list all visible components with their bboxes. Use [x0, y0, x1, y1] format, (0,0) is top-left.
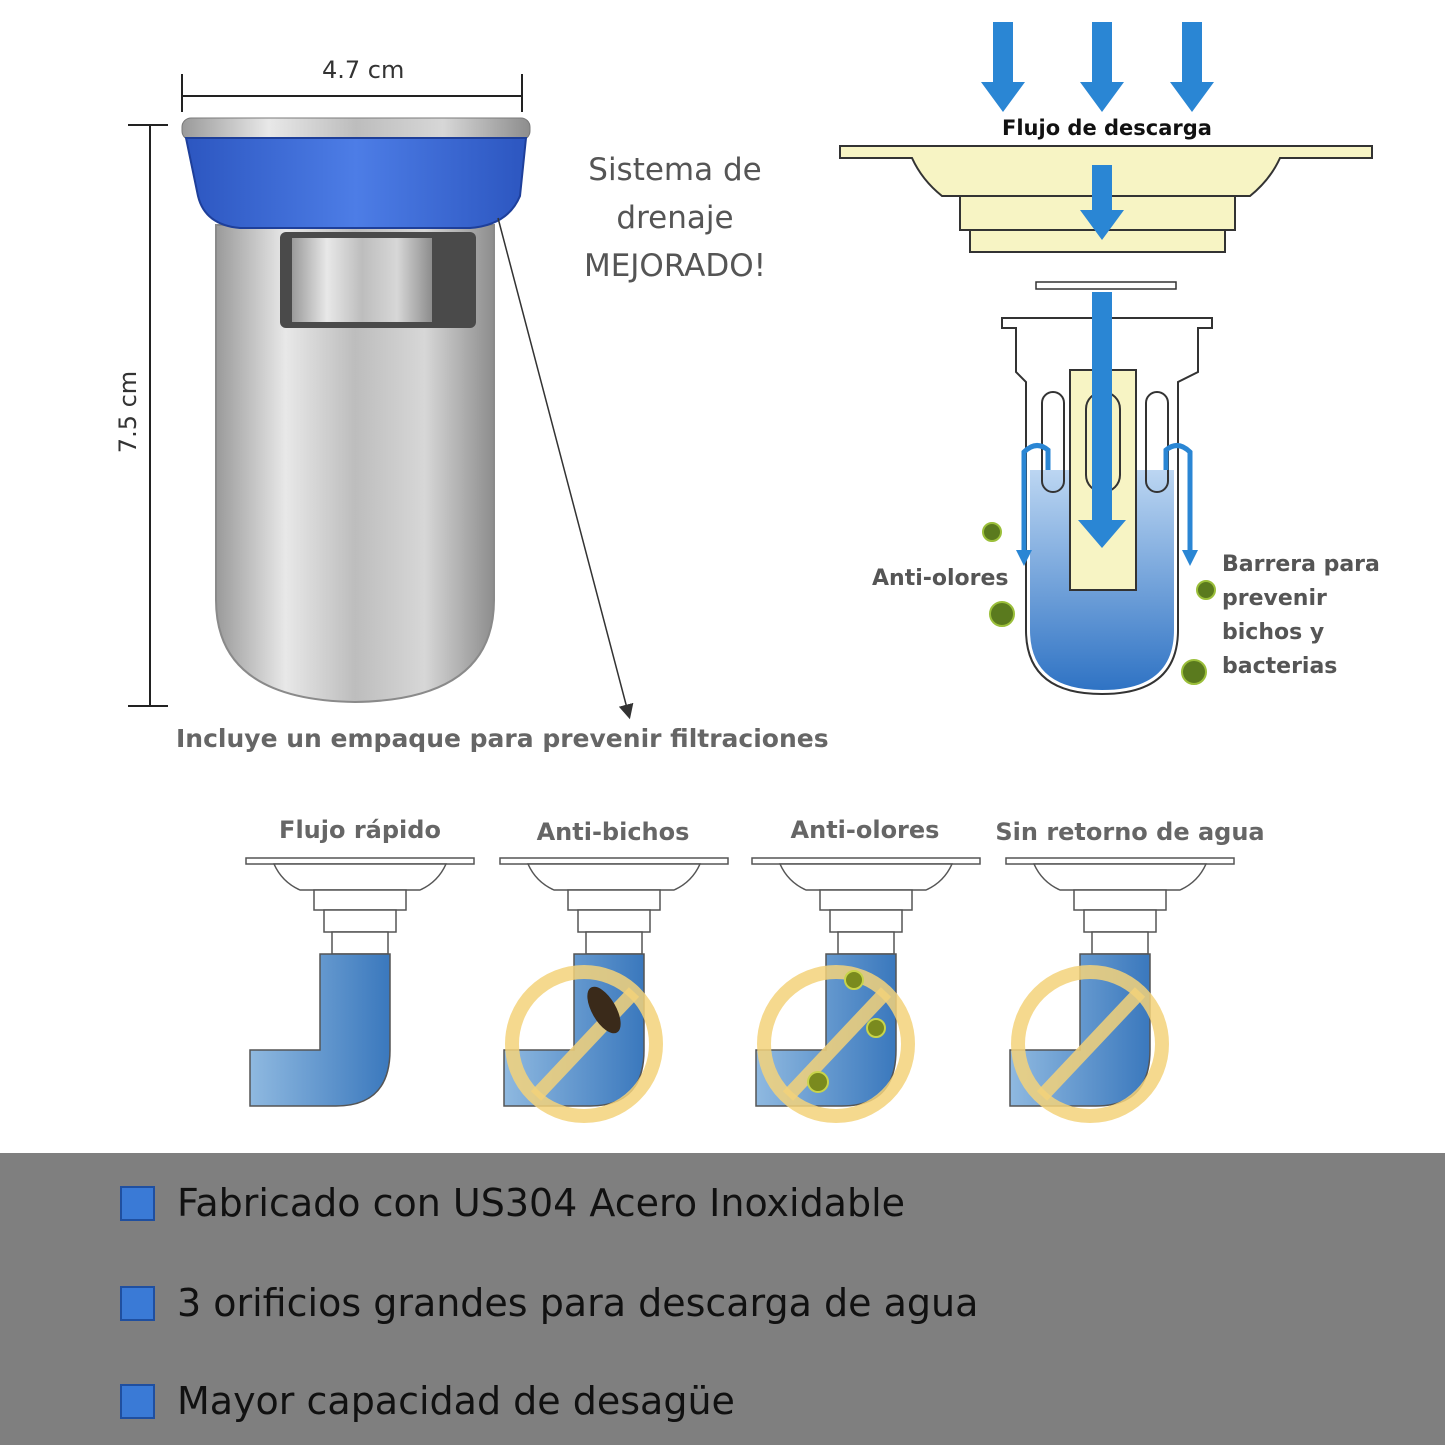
bullet-square-icon [120, 1285, 155, 1321]
features-panel: Fabricado con US304 Acero Inoxidable 3 o… [0, 1153, 1445, 1445]
barrier-label-line: prevenir [1222, 586, 1327, 611]
panel-title-fast-flow: Flujo rápido [279, 816, 441, 844]
feature-text: Fabricado con US304 Acero Inoxidable [177, 1181, 906, 1225]
barrier-label-line: Barrera para [1222, 552, 1380, 577]
headline-line: drenaje [616, 200, 734, 236]
feature-item: Fabricado con US304 Acero Inoxidable [120, 1181, 905, 1225]
flow-cross-section [839, 22, 1373, 696]
barrier-label: Barrera para prevenir bichos y bacterias [1222, 548, 1380, 684]
panel-title-anti-bugs: Anti-bichos [536, 818, 690, 846]
feature-item: 3 orificios grandes para descarga de agu… [120, 1281, 978, 1325]
barrier-label-line: bacterias [1222, 654, 1338, 679]
width-dimension-label: 4.7 cm [322, 56, 405, 84]
flow-title: Flujo de descarga [1002, 116, 1212, 140]
bullet-square-icon [120, 1185, 155, 1221]
product-illustration [128, 74, 634, 720]
headline-line: Sistema de [588, 152, 762, 188]
anti-odor-label: Anti-olores [872, 566, 1009, 591]
panel-title-anti-odor: Anti-olores [790, 816, 940, 844]
feature-text: Mayor capacidad de desagüe [177, 1379, 735, 1423]
gasket-note: Incluye un empaque para prevenir filtrac… [176, 724, 829, 753]
panel-title-no-backflow: Sin retorno de agua [995, 818, 1265, 846]
feature-item: Mayor capacidad de desagüe [120, 1379, 735, 1423]
headline-line: MEJORADO! [583, 248, 767, 284]
height-dimension-label: 7.5 cm [114, 370, 142, 454]
panel-illustrations [245, 857, 1235, 1123]
bullet-square-icon [120, 1383, 155, 1419]
feature-text: 3 orificios grandes para descarga de agu… [177, 1281, 979, 1325]
barrier-label-line: bichos y [1222, 620, 1325, 645]
headline: Sistema de drenaje MEJORADO! [560, 146, 790, 290]
